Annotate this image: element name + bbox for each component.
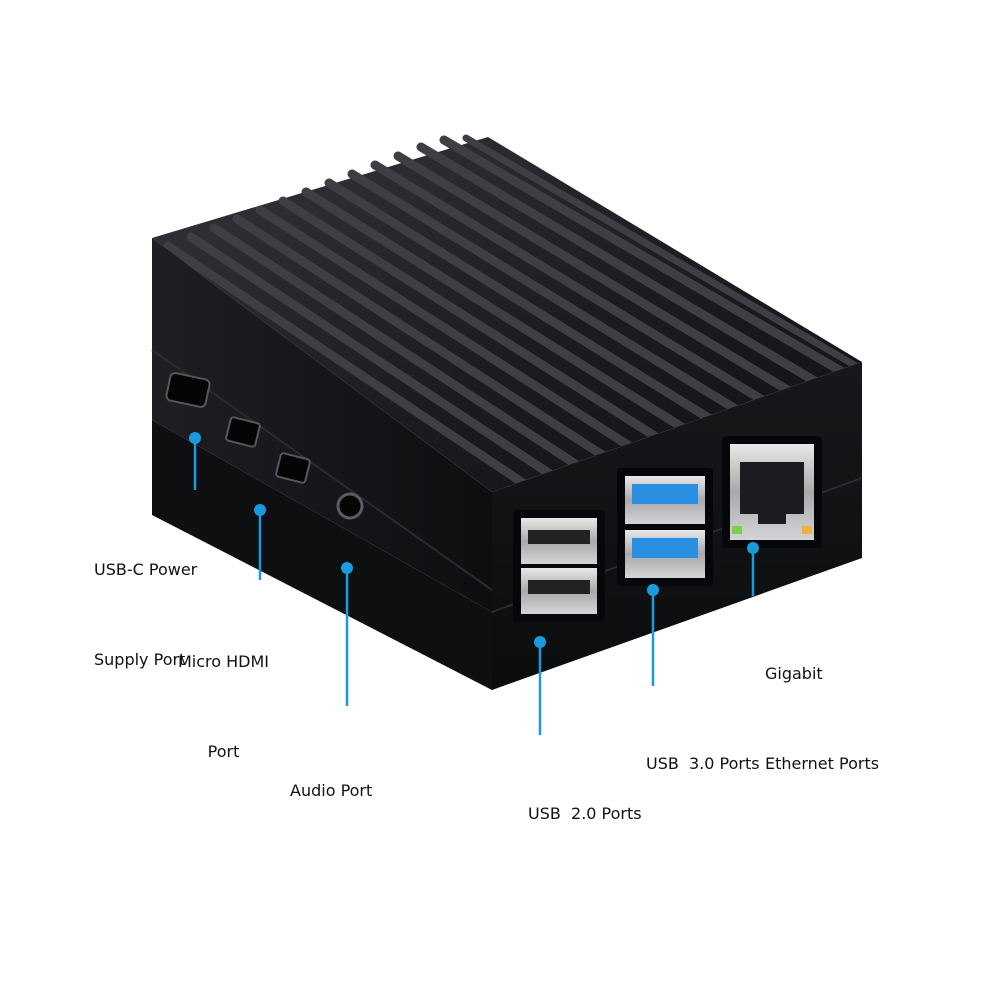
usb3-label-line1: USB 3.0 Ports — [646, 754, 760, 773]
audio-jack-shape — [336, 492, 364, 520]
callout-lines — [193, 438, 755, 735]
usb-c-port-shape — [165, 372, 211, 408]
usb2-port-shapes — [513, 510, 605, 622]
usb-c-label-line1: USB-C Power — [94, 560, 198, 579]
ethernet-label-line2: Ethernet Ports — [765, 754, 880, 773]
case-left-side — [152, 238, 492, 612]
ethernet-port-shape — [722, 436, 822, 548]
usb3-port-shapes — [617, 468, 713, 586]
callout-dots — [189, 432, 759, 648]
micro-hdmi-label-line1: Micro HDMI — [178, 652, 270, 671]
micro-hdmi-label: Micro HDMI Port — [178, 587, 269, 827]
ethernet-ports-label: Gigabit Ethernet Ports — [765, 599, 879, 839]
usb-c-power-label: USB-C Power Supply Port — [94, 495, 197, 735]
usb2-ports-label: USB 2.0 Ports — [528, 739, 642, 889]
audio-label-line1: Audio Port — [290, 781, 373, 800]
usb-c-label-line2: Supply Port — [94, 650, 186, 669]
micro-hdmi-label-line2: Port — [207, 742, 240, 761]
audio-port-label: Audio Port — [290, 716, 372, 866]
usb2-label-line1: USB 2.0 Ports — [528, 804, 642, 823]
heatsink-fins — [163, 134, 860, 490]
ethernet-label-line1: Gigabit — [765, 664, 823, 683]
micro-hdmi-port-shape — [225, 416, 311, 484]
usb3-ports-label: USB 3.0 Ports — [646, 689, 760, 839]
